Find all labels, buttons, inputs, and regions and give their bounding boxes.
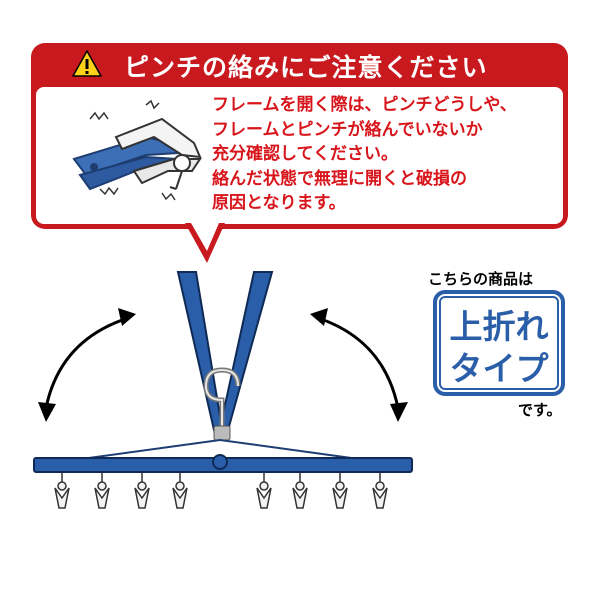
warning-line: フレームを開く際は、ピンチどうしや、 (212, 95, 517, 115)
type-outro-text: です。 (518, 401, 562, 419)
pinch-clip-icon (54, 472, 70, 509)
curved-double-arrow-icon (38, 308, 136, 422)
pinch-clip-icon (94, 472, 110, 509)
type-badge-line: タイプ (449, 349, 549, 388)
type-intro-text: こちらの商品は (428, 270, 534, 288)
warning-line: 充分確認してください。 (212, 144, 398, 164)
type-badge: 上折れ タイプ (433, 290, 565, 396)
pinch-clip-icon (292, 472, 308, 509)
folding-hanger-icon (33, 271, 413, 509)
tangled-pinch-clip-icon (72, 99, 202, 201)
warning-callout: ピンチの絡みにご注意ください フレームを開く際は、ピンチどうしや、 フレームとピ… (31, 43, 568, 229)
warning-triangle-icon (72, 50, 102, 77)
warning-body: フレームを開く際は、ピンチどうしや、 フレームとピンチが絡んでいないか 充分確認… (36, 87, 563, 224)
pinch-clip-icon (372, 472, 388, 509)
warning-line: 原因となります。 (212, 193, 346, 213)
type-badge-line: 上折れ (449, 307, 549, 346)
pinch-clip-icon (134, 472, 150, 509)
warning-title: ピンチの絡みにご注意ください (124, 53, 488, 82)
pinch-clip-icon (332, 472, 348, 509)
pinch-clip-icon (256, 472, 272, 509)
pinch-clip-icon (172, 472, 188, 509)
callout-pointer (185, 223, 225, 263)
warning-line: フレームとピンチが絡んでいないか (212, 119, 483, 140)
warning-line: 絡んだ状態で無理に開くと破損の (212, 168, 467, 189)
warning-message: フレームを開く際は、ピンチどうしや、 フレームとピンチが絡んでいないか 充分確認… (212, 93, 562, 216)
curved-double-arrow-icon (310, 308, 408, 422)
